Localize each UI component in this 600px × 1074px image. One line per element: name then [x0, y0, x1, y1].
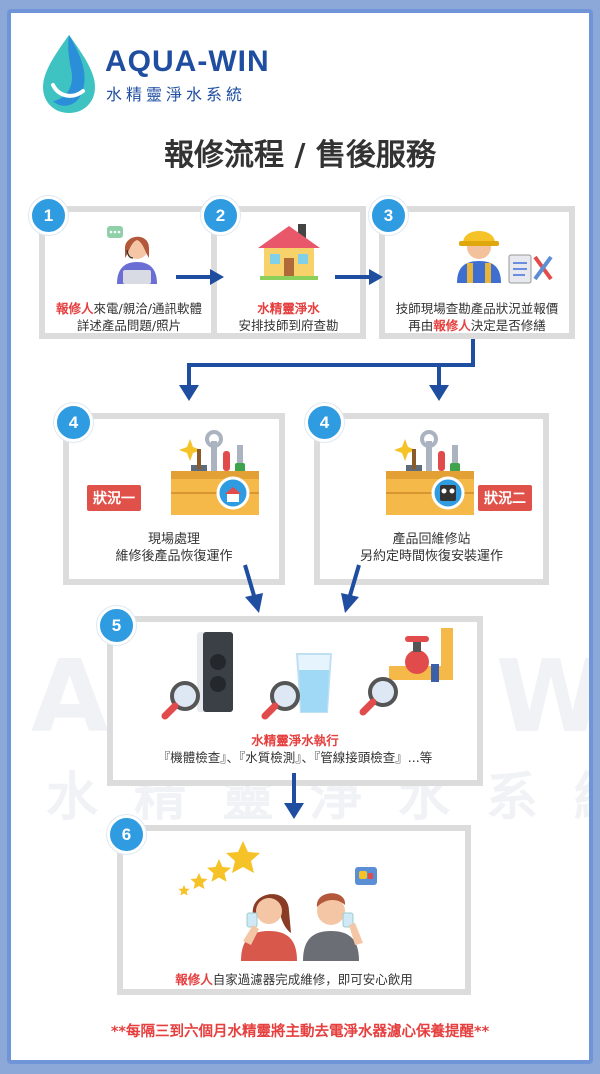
house-icon: [258, 224, 320, 280]
customer-service-agent-icon: [107, 226, 157, 284]
step-2-company: 水精靈淨水: [257, 301, 320, 316]
step-3-text: 技師現場查勘產品狀況並報價 再由報修人決定是否修繕: [385, 300, 569, 334]
man-drinking-icon: [303, 867, 377, 961]
step-5-badge: 5: [97, 606, 136, 645]
step-4a-text: 現場處理 維修後產品恢復運作: [69, 531, 279, 565]
arrow-step4a-to-step5: [243, 564, 263, 613]
step-4b-line2: 另約定時間恢復安裝運作: [359, 549, 503, 564]
arrow-step4b-to-step5: [341, 564, 361, 613]
step-6-text: 報修人自家過濾器完成維修，即可安心飲用: [123, 971, 465, 988]
page-title: 報修流程 / 售後服務: [164, 138, 436, 173]
step-4b-line1: 產品回維修站: [392, 532, 471, 547]
case-1-tag: 狀況一: [87, 485, 141, 511]
branch-connector-arrows: [179, 339, 475, 401]
step-3-line2-post: 決定是否修繕: [470, 318, 546, 333]
toolbox-filter-icon: [386, 430, 474, 515]
machine-inspection-icon: [161, 632, 233, 720]
step-3-box: 技師現場查勘產品狀況並報價 再由報修人決定是否修繕: [379, 206, 575, 339]
arrow-step1-to-step2: [176, 269, 224, 285]
step-4a-badge: 4: [54, 403, 93, 442]
step-1-line2: 詳述產品問題/照片: [76, 318, 182, 333]
toolbox-house-icon: [171, 430, 259, 515]
poster-frame: AQUA-WIN 水精靈淨水系統 AQUA-WIN 水精靈淨水系統 報修流程 /…: [7, 9, 593, 1064]
rating-stars-icon: [178, 841, 260, 896]
arrow-step2-to-step3: [335, 269, 383, 285]
step-4b-badge: 4: [305, 403, 344, 442]
step-5-heading: 水精靈淨水執行: [251, 733, 339, 748]
water-drop-logo-icon: [43, 35, 95, 113]
step-1-box: 報修人來電/親洽/通訊軟體 詳述產品問題/照片: [39, 206, 219, 339]
step-3-line1: 技師現場查勘產品狀況並報價: [395, 301, 559, 316]
arrow-step5-to-step6: [284, 773, 304, 819]
step-4b-box: 狀況二 產品回維修站 另約定時間恢復安裝運作: [314, 413, 549, 585]
step-2-badge: 2: [201, 196, 240, 235]
step-3-reporter: 報修人: [433, 318, 471, 333]
woman-drinking-icon: [241, 894, 297, 961]
step-5-text: 水精靈淨水執行 『機體檢查』、『水質檢測』、『管線接頭檢查』...等: [113, 732, 477, 766]
step-3-line2-pre: 再由: [408, 318, 434, 333]
brand-subtitle: 水精靈淨水系統: [106, 87, 247, 104]
step-6-reporter: 報修人: [175, 972, 213, 987]
step-1-reporter: 報修人: [56, 301, 94, 316]
brand-name: AQUA-WIN: [105, 45, 270, 78]
step-2-line2: 安排技師到府查勘: [238, 318, 339, 333]
step-5-line2: 『機體檢查』、『水質檢測』、『管線接頭檢查』...等: [157, 750, 433, 765]
technician-icon: [457, 231, 553, 284]
step-1-line1: 來電/親洽/通訊軟體: [93, 301, 202, 316]
pipe-inspection-icon: [359, 628, 453, 716]
step-5-box: 水精靈淨水執行 『機體檢查』、『水質檢測』、『管線接頭檢查』...等: [107, 616, 483, 786]
step-6-box: 報修人自家過濾器完成維修，即可安心飲用: [117, 825, 471, 995]
step-3-badge: 3: [369, 196, 408, 235]
case-2-tag: 狀況二: [478, 485, 532, 511]
step-4b-text: 產品回維修站 另約定時間恢復安裝運作: [320, 531, 543, 565]
step-4a-line1: 現場處理: [147, 532, 200, 547]
step-1-text: 報修人來電/親洽/通訊軟體 詳述產品問題/照片: [45, 300, 213, 334]
step-4a-line2: 維修後產品恢復運作: [115, 549, 233, 564]
step-6-badge: 6: [107, 815, 146, 854]
step-2-box: 水精靈淨水 安排技師到府查勘: [211, 206, 366, 339]
step-4a-box: 狀況一 現場處理 維修後產品恢復運作: [63, 413, 285, 585]
step-1-badge: 1: [29, 196, 68, 235]
step-6-line1: 自家過濾器完成維修，即可安心飲用: [212, 972, 413, 987]
water-quality-inspection-icon: [261, 653, 333, 720]
maintenance-reminder-footer: **每隔三到六個月水精靈將主動去電淨水器濾心保養提醒**: [110, 1024, 490, 1040]
step-2-text: 水精靈淨水 安排技師到府查勘: [217, 300, 360, 334]
